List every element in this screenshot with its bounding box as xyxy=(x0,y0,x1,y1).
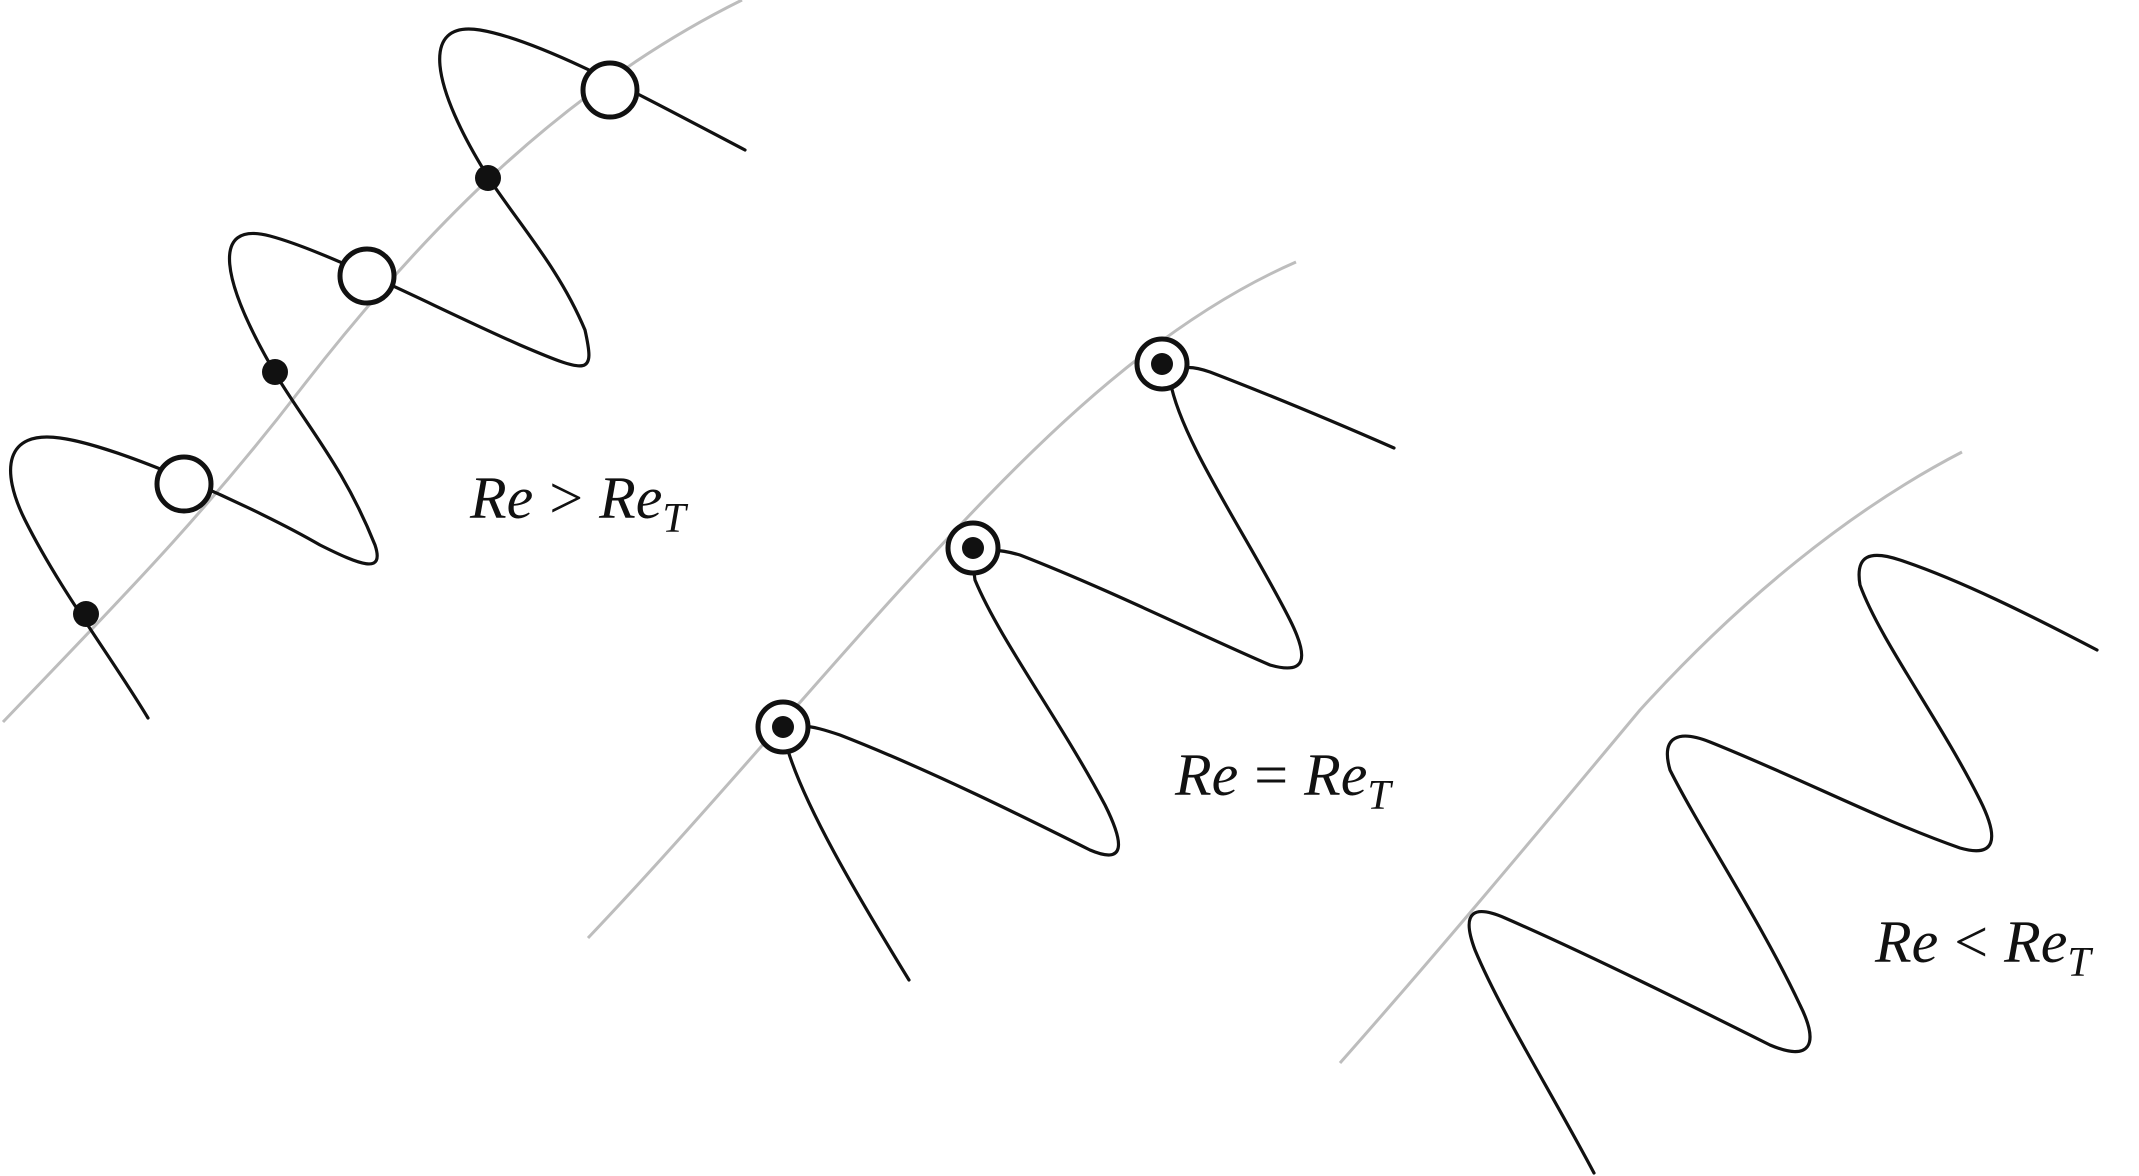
panel-above-threshold: Re>ReT xyxy=(1,0,747,724)
guide-curve-below xyxy=(1338,450,1963,1064)
panel-below-threshold: Re<ReT xyxy=(1338,450,2099,1175)
circled-dot-center xyxy=(1151,353,1173,375)
circled-dot-center xyxy=(772,716,794,738)
marker-group-equal xyxy=(755,336,1190,755)
panel-equal-threshold: Re=ReT xyxy=(586,260,1396,982)
wave-curve-below xyxy=(1467,553,2099,1175)
marker-group-above xyxy=(73,60,640,627)
filled-dot-marker xyxy=(475,165,501,191)
label-re-greater-than-ret: Re>ReT xyxy=(469,465,688,542)
wave-curve-above xyxy=(9,27,747,720)
guide-curve-equal xyxy=(586,260,1297,940)
filled-dot-marker xyxy=(262,359,288,385)
open-circle-marker xyxy=(154,454,214,514)
label-re-equal-ret: Re=ReT xyxy=(1174,742,1393,819)
circled-dot-center xyxy=(962,537,984,559)
open-circle-marker xyxy=(337,246,397,306)
label-re-less-than-ret: Re<ReT xyxy=(1874,909,2093,986)
filled-dot-marker xyxy=(73,601,99,627)
wave-curve-equal xyxy=(783,365,1396,982)
open-circle-marker xyxy=(580,60,640,120)
